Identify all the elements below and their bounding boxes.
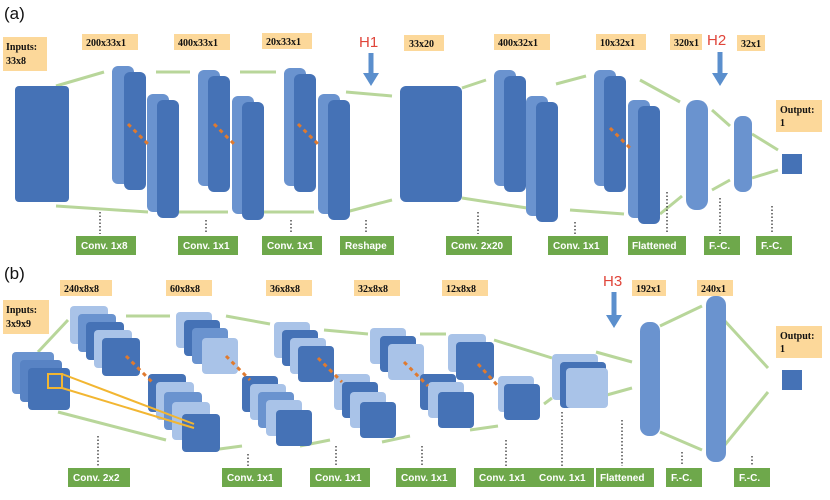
input-label-title: Inputs: [6,42,37,53]
fully-connected-layer [686,100,708,210]
panel-a-dashed-connectors [126,122,634,152]
output-label-value: 1 [780,118,785,129]
feature-map-stack [198,70,264,220]
op-label: Conv. 1x1 [401,473,448,484]
dim-label: 10x32x1 [600,38,635,49]
fully-connected-layer [640,322,660,436]
output-label-title: Output: [780,105,814,116]
input-label-shape: 33x8 [6,56,26,67]
op-label: F.-C. [761,241,782,252]
dim-label: 400x33x1 [178,38,218,49]
dim-label: 400x32x1 [498,38,538,49]
feature-map-stack [494,70,558,222]
panel-a-dimension-labels: 200x33x1 400x33x1 20x33x1 33x20 400x32x1… [82,33,765,51]
dim-label: 60x8x8 [170,284,200,295]
marker-h1: H1 [359,34,378,51]
fully-connected-layer [706,296,726,462]
dim-label: 36x8x8 [270,284,300,295]
output-label-title: Output: [780,331,814,342]
feature-map-stack [274,322,334,382]
feature-map-stack [498,376,540,420]
dim-label: 20x33x1 [266,37,301,48]
panel-a-pointers [99,192,773,234]
panel-b-pointers [97,412,753,466]
dim-label: 33x20 [409,39,434,50]
input-block [15,86,69,202]
op-label: Conv. 1x1 [539,473,586,484]
feature-map-stack [370,328,424,380]
op-label: Reshape [345,241,387,252]
feature-map-stack [552,354,608,408]
op-label: Conv. 1x1 [315,473,362,484]
input-block [12,352,70,410]
conv-window-overlay [47,373,195,429]
panel-b-operation-labels: Conv. 2x2 Conv. 1x1 Conv. 1x1 Conv. 1x1 … [68,468,770,487]
dim-label: 12x8x8 [446,284,476,295]
output-node [782,154,802,174]
feature-map-stack [148,374,220,452]
input-label-title: Inputs: [6,305,37,316]
fully-connected-layer [734,116,752,192]
op-label: Conv. 1x1 [479,473,526,484]
feature-map-stack [448,334,494,380]
dim-label: 240x8x8 [64,284,99,295]
feature-map-stack [70,306,140,376]
marker-h3: H3 [603,273,622,290]
panel-b-dimension-labels: 240x8x8 60x8x8 36x8x8 32x8x8 12x8x8 192x… [60,280,733,296]
panel-a-label: (a) [4,4,25,23]
dim-label: 200x33x1 [86,38,126,49]
feature-map-stack [242,376,312,446]
feature-map-stack [284,68,350,220]
dim-label: 240x1 [701,284,726,295]
reshaped-block [400,86,462,202]
feature-map-stack [176,312,238,374]
feature-map-stack [112,66,179,218]
op-label: Conv. 1x8 [81,241,128,252]
op-label: Conv. 1x1 [553,241,600,252]
panel-b-flow-arrows [36,304,770,452]
marker-h2: H2 [707,32,726,49]
output-label-value: 1 [780,344,785,355]
feature-map-stack [334,374,396,438]
op-label: Conv. 2x20 [451,241,503,252]
op-label: Flattened [632,241,676,252]
dim-label: 32x8x8 [358,284,388,295]
op-label: F.-C. [739,473,760,484]
panel-b-dashed-connectors [124,354,500,388]
op-label: F.-C. [709,241,730,252]
panel-a-operation-labels: Conv. 1x8 Conv. 1x1 Conv. 1x1 Reshape Co… [76,236,792,255]
op-label: Conv. 1x1 [227,473,274,484]
dim-label: 32x1 [741,39,761,50]
feature-map-stack [420,374,474,428]
feature-map-stack [594,70,660,224]
op-label: F.-C. [671,473,692,484]
output-node [782,370,802,390]
panel-a-flow-arrows [55,70,779,216]
panel-b-label: (b) [4,264,25,283]
dim-label: 192x1 [636,284,661,295]
op-label: Conv. 1x1 [183,241,230,252]
op-label: Conv. 1x1 [267,241,314,252]
op-label: Conv. 2x2 [73,473,120,484]
op-label: Flattened [600,473,644,484]
dim-label: 320x1 [674,38,699,49]
input-label-shape: 3x9x9 [6,319,31,330]
